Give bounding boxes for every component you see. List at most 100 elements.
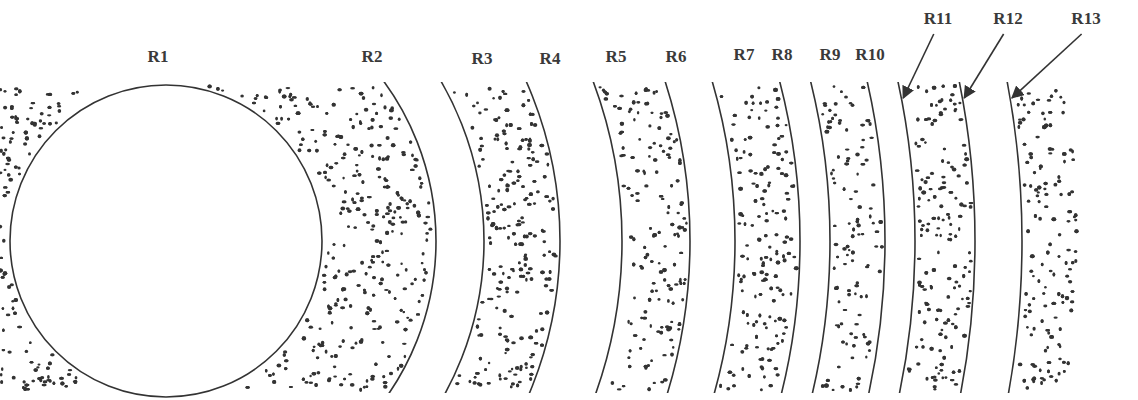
stipple-dot <box>658 231 661 234</box>
stipple-dot <box>872 222 875 225</box>
stipple-dot <box>30 361 34 364</box>
stipple-dot <box>941 159 944 163</box>
stipple-dot <box>730 344 734 346</box>
stipple-dot <box>782 332 785 334</box>
stipple-dot <box>386 206 390 210</box>
stipple-dot <box>782 318 786 322</box>
stipple-dot <box>630 194 633 197</box>
stipple-dot <box>334 143 337 145</box>
stipple-dot <box>1023 143 1027 146</box>
stipple-dot <box>521 185 525 188</box>
stipple-dot <box>937 372 940 374</box>
stipple-dot <box>821 384 825 388</box>
stipple-dot <box>781 158 784 162</box>
stipple-dot <box>486 212 491 215</box>
stipple-dot <box>368 266 372 269</box>
stipple-dot <box>765 326 768 329</box>
stipple-dot <box>750 109 753 111</box>
stipple-dot <box>474 376 477 378</box>
stipple-dot <box>931 217 936 220</box>
stipple-dot <box>347 225 350 227</box>
stipple-dot <box>632 263 635 267</box>
stipple-dot <box>329 166 333 169</box>
stipple-dot <box>1030 254 1035 258</box>
stipple-dot <box>47 375 50 379</box>
stipple-dot <box>372 294 375 297</box>
stipple-dot <box>0 373 2 376</box>
stipple-dot <box>1074 213 1078 217</box>
stipple-dot <box>488 268 491 271</box>
stipple-dot <box>765 212 768 215</box>
stipple-dot <box>1043 182 1047 185</box>
stipple-dot <box>332 103 336 107</box>
stipple-dot <box>848 222 851 224</box>
stipple-dot <box>644 102 647 105</box>
stipple-dot <box>757 215 760 218</box>
stipple-dot <box>2 307 4 310</box>
stipple-dot <box>6 191 11 194</box>
stipple-dot <box>486 212 491 215</box>
stipple-dot <box>1067 220 1071 222</box>
stipple-dot <box>856 282 859 285</box>
stipple-dot <box>1 276 5 279</box>
stipple-dot <box>650 324 652 328</box>
stipple-dot <box>372 276 376 279</box>
stipple-dot <box>342 339 345 343</box>
stipple-dot <box>340 306 345 309</box>
stipple-dot <box>957 174 961 177</box>
stipple-dot <box>921 190 926 194</box>
stipple-dot <box>754 295 756 299</box>
stipple-dot <box>1020 97 1023 101</box>
stipple-dot <box>479 357 482 361</box>
stipple-dot <box>480 145 484 148</box>
stipple-dot <box>502 90 505 93</box>
stipple-dot <box>947 318 951 322</box>
stipple-dot <box>1031 102 1035 106</box>
stipple-dot <box>294 105 298 107</box>
stipple-dot <box>371 255 375 258</box>
stipple-dot <box>24 131 28 135</box>
stipple-dot <box>319 327 322 330</box>
stipple-dot <box>769 258 772 262</box>
stipple-dot <box>552 253 557 257</box>
stipple-dot <box>14 94 17 97</box>
stipple-dot <box>960 118 963 121</box>
stipple-dot <box>7 285 11 289</box>
stipple-dot <box>388 290 391 294</box>
stipple-dot <box>953 84 957 88</box>
stipple-dot <box>545 152 550 156</box>
stipple-dot <box>1018 125 1021 129</box>
stipple-dot <box>359 92 364 96</box>
stipple-dot <box>664 245 667 247</box>
stipple-dot <box>734 148 738 152</box>
stipple-dot <box>334 162 338 164</box>
stipple-dot <box>769 315 772 318</box>
stipple-dot <box>856 172 859 175</box>
stipple-dot <box>523 234 526 238</box>
stipple-dot <box>931 122 934 126</box>
stipple-dot <box>633 297 636 300</box>
stipple-dot <box>355 113 358 116</box>
stipple-dot <box>506 291 509 294</box>
stipple-dot <box>651 112 654 114</box>
stipple-dot <box>929 347 933 351</box>
stipple-dot <box>2 329 5 333</box>
stipple-dot <box>385 250 390 252</box>
stipple-dot <box>662 150 665 153</box>
stipple-dot <box>838 300 841 303</box>
stipple-dot <box>961 298 964 301</box>
stipple-dot <box>927 199 930 202</box>
stipple-dot <box>775 252 778 255</box>
stipple-dot <box>365 386 368 389</box>
stipple-dot <box>527 147 530 150</box>
stipple-dot <box>1062 361 1066 364</box>
stipple-dot <box>39 120 42 123</box>
stipple-dot <box>329 166 333 169</box>
stipple-dot <box>762 203 765 206</box>
stipple-dot <box>479 357 482 361</box>
stipple-dot <box>741 289 744 292</box>
stipple-dot <box>518 261 521 264</box>
stipple-dot <box>648 298 652 302</box>
stipple-dot <box>678 161 682 165</box>
stipple-dot <box>532 157 535 161</box>
